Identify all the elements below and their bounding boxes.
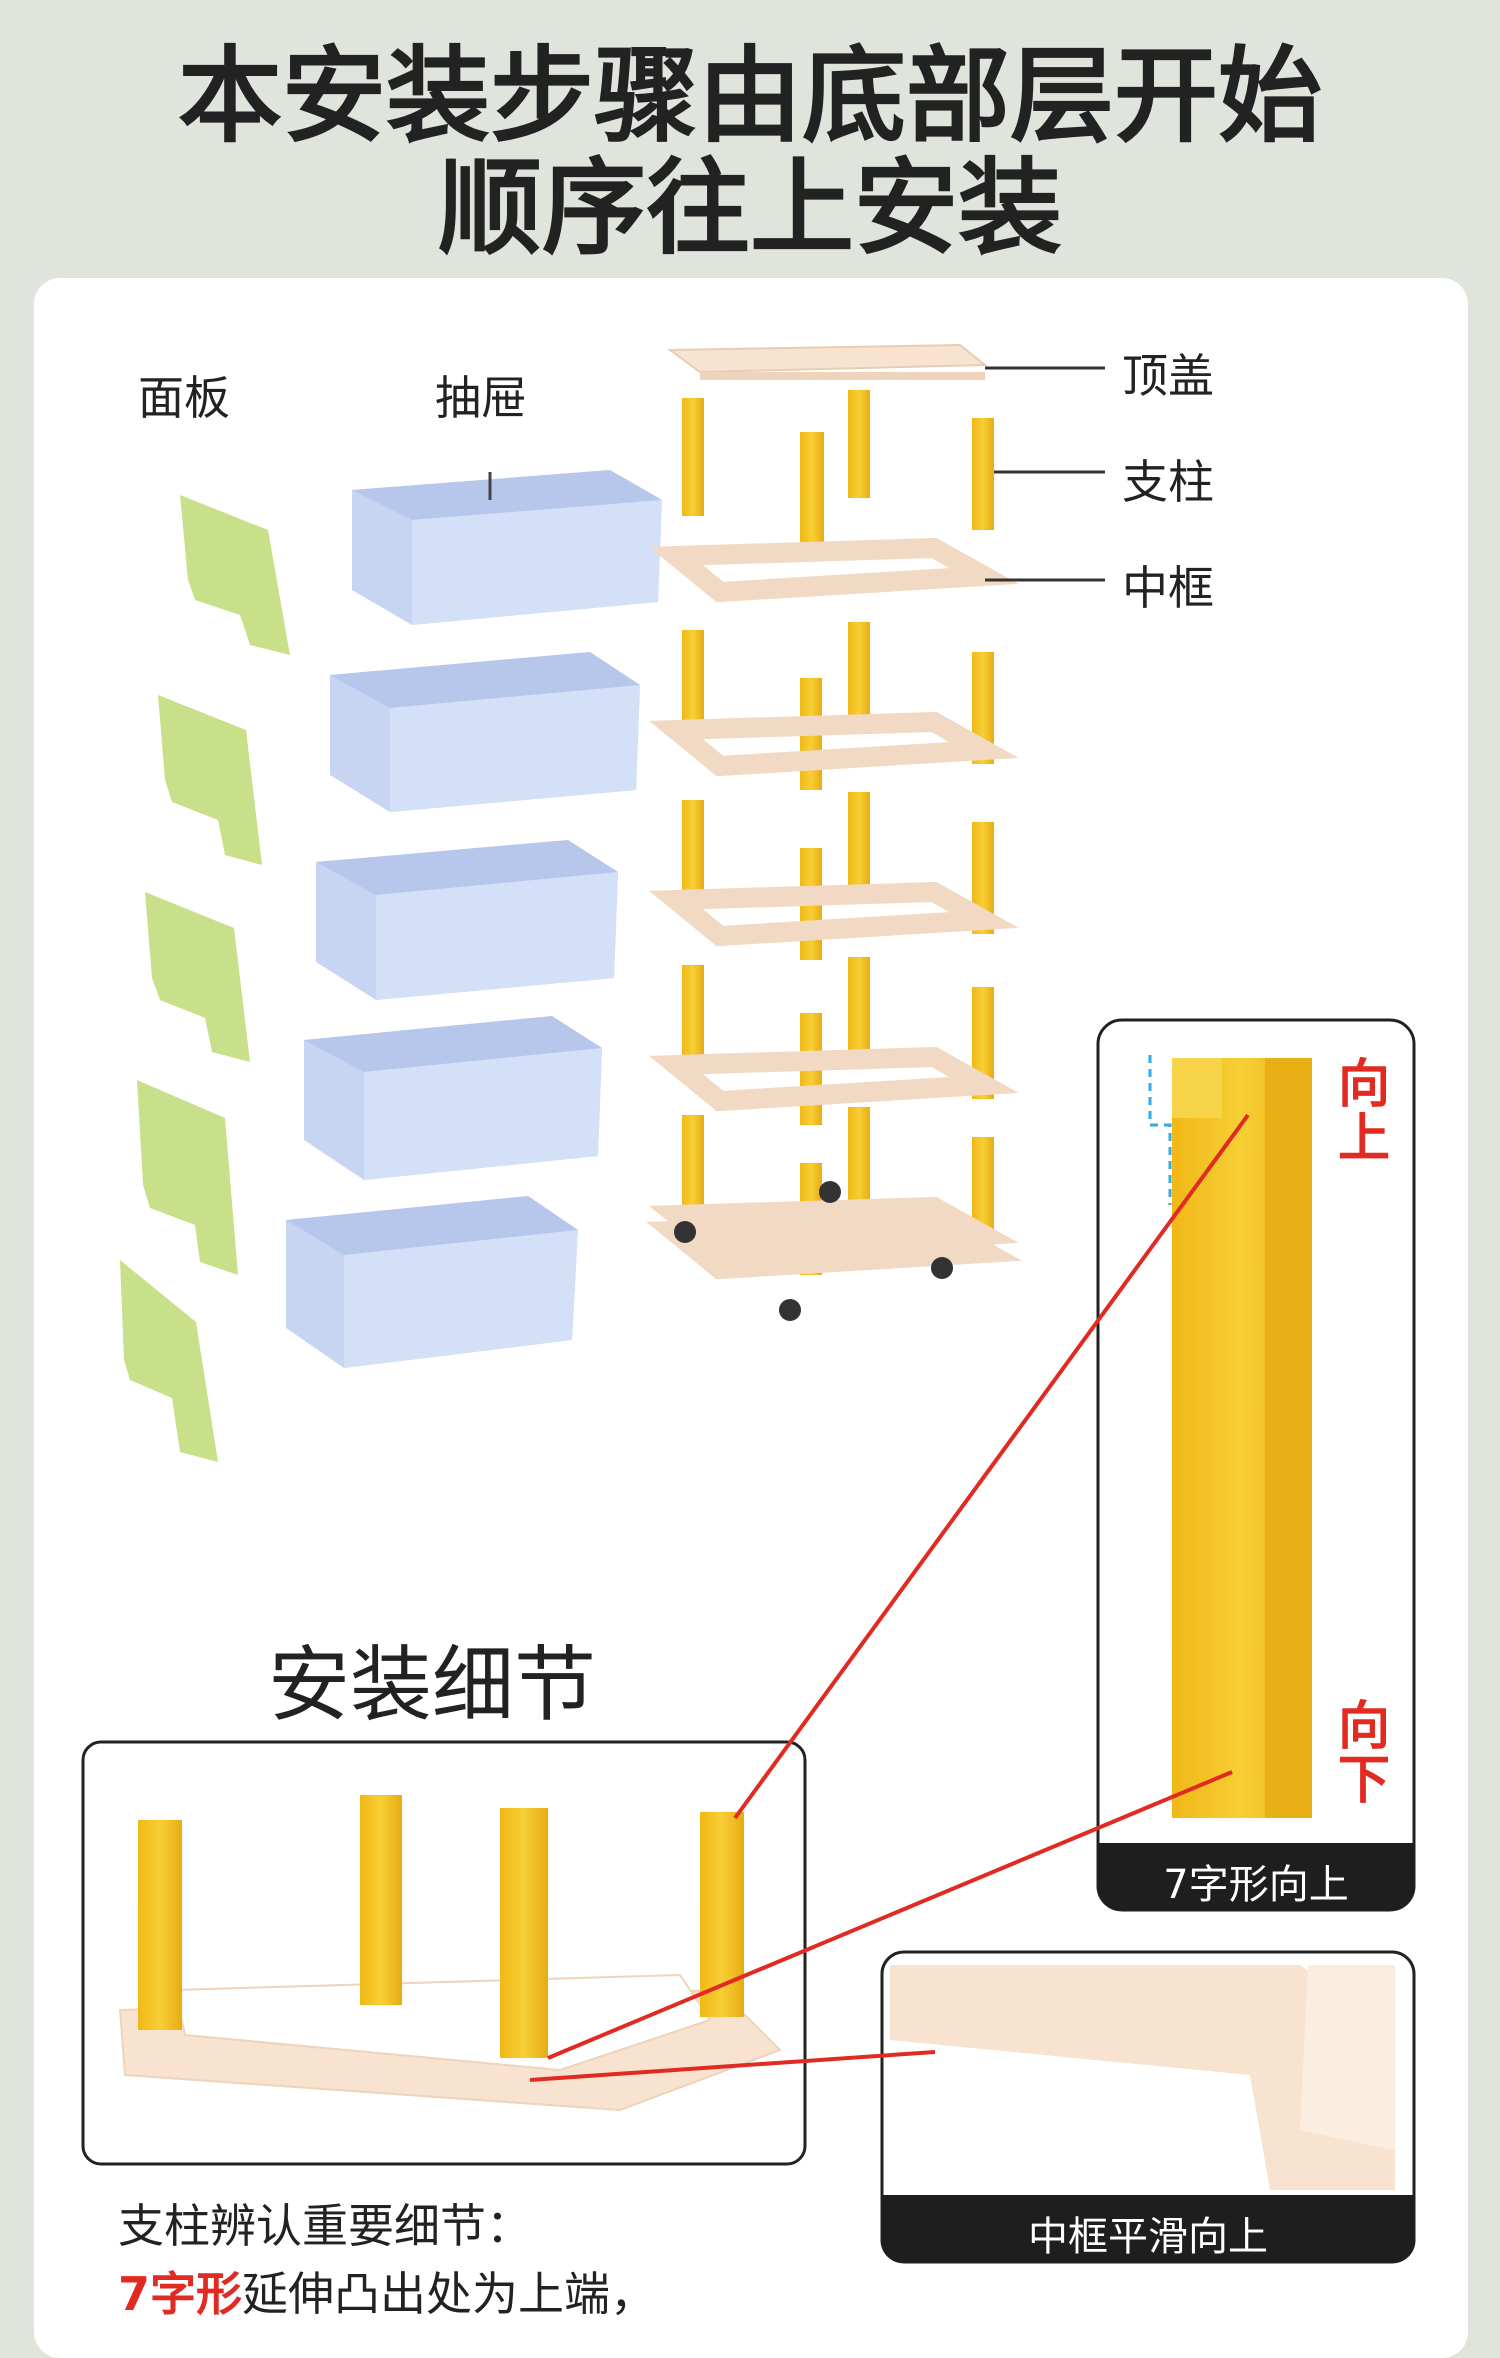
tower-pillar [848,792,870,904]
label-panel: 面板 [138,371,230,425]
big-pillar [1148,1055,1312,1818]
tower-level-4 [649,957,1019,1125]
note-line-1: 支柱辨认重要细节： [118,2199,532,2253]
detail-title: 安装细节 [268,1638,597,1733]
wheel [779,1299,801,1321]
detail-box-frame [81,1740,807,2166]
note-line-2-rest: 延伸凸出处为上端， [242,2267,657,2321]
wheel [674,1221,696,1243]
title-line-2: 顺序往上安装 [437,147,1062,269]
tower-frame [649,881,1019,947]
tower-levels [646,622,1023,1321]
panel-3 [145,892,250,1062]
drawer-5 [286,1196,578,1368]
title-line-1: 本安装步骤由底部层开始 [177,35,1322,157]
wheel [931,1257,953,1279]
label-down: 向下 [1337,1697,1390,1811]
note-highlight: 7字形 [118,2267,243,2321]
panel-stack [120,495,290,1462]
frame-corner [890,1965,1395,2190]
label-pillar: 支柱 [1122,455,1214,509]
tower-level-2 [649,622,1019,790]
tower-frame [649,1046,1019,1112]
tower-bottom-frame [646,1212,1023,1280]
tower-pillar [682,965,704,1077]
tower [649,343,1019,603]
label-top-cover: 顶盖 [1122,349,1214,403]
tower-pillar [682,630,704,742]
wheel [819,1181,841,1203]
panel-4 [137,1080,238,1275]
drawer-stack [286,470,662,1368]
top-cover [667,343,988,374]
tower-pillar [682,800,704,912]
panel-5 [120,1260,218,1462]
tower-level-3 [649,792,1019,960]
panel-2 [158,695,262,865]
drawer-4 [304,1016,602,1180]
frame-caption: 中框平滑向上 [1028,2214,1268,2260]
page-title: 本安装步骤由底部层开始 顺序往上安装 [0,40,1500,264]
drawer-1 [352,470,662,625]
tower-pillar [848,1107,870,1219]
label-middle-frame: 中框 [1122,561,1214,615]
note-line-2: 7字形延伸凸出处为上端， [118,2258,656,2324]
label-drawer: 抽屉 [435,371,527,425]
drawer-2 [330,652,640,812]
tower-pillar [848,622,870,734]
pillar-caption: 7字形向上 [1163,1862,1349,1908]
tower-frame [649,711,1019,777]
tower-pillar [682,1115,704,1227]
detail-frame-illustration [118,1795,782,2112]
tower-pillar [848,957,870,1069]
panel-1 [180,495,290,655]
label-up: 向上 [1337,1055,1390,1169]
drawer-3 [316,840,618,1000]
